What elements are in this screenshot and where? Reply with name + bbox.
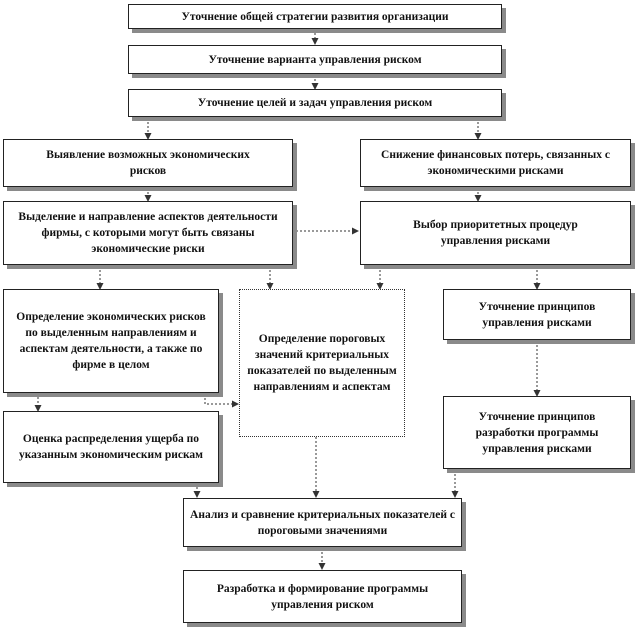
- box-program-principles: Уточнение принципов разработки программы…: [443, 396, 631, 469]
- box-define-risks: Определение экономических рисков по выде…: [3, 289, 219, 393]
- box-define-risks-text: Определение экономических рисков по выде…: [16, 311, 206, 371]
- box-analysis: Анализ и сравнение критериальных показат…: [183, 498, 462, 547]
- box-priority: Выбор приоритетных процедур управления р…: [360, 201, 631, 265]
- box-principles-text: Уточнение принципов управления рисками: [478, 300, 596, 329]
- box-principles: Уточнение принципов управления рисками: [443, 289, 631, 340]
- box-program-principles-text: Уточнение принципов разработки программы…: [475, 410, 599, 455]
- box-aspects: Выделение и направление аспектов деятель…: [3, 201, 293, 265]
- box-reduce: Снижение финансовых потерь, связанных с …: [360, 139, 631, 187]
- box-goals: Уточнение целей и задач управления риско…: [128, 89, 502, 117]
- box-damage-text: Оценка распределения ущерба по указанным…: [18, 433, 204, 461]
- box-variant-text: Уточнение варианта управления риском: [208, 53, 422, 66]
- box-variant: Уточнение варианта управления риском: [128, 45, 502, 74]
- box-develop-text: Разработка и формирование программы упра…: [216, 582, 429, 611]
- box-strategy: Уточнение общей стратегии развития орган…: [128, 4, 502, 29]
- box-thresholds-text: Определение пороговых значений критериал…: [247, 333, 397, 393]
- box-aspects-text: Выделение и направление аспектов деятель…: [18, 211, 278, 255]
- box-identify-text: Выявление возможных экономических рисков: [46, 149, 250, 177]
- box-strategy-text: Уточнение общей стратегии развития орган…: [181, 10, 449, 23]
- box-priority-text: Выбор приоритетных процедур управления р…: [413, 219, 578, 247]
- box-reduce-text: Снижение финансовых потерь, связанных с …: [381, 149, 610, 177]
- box-thresholds: Определение пороговых значений критериал…: [239, 289, 405, 437]
- box-goals-text: Уточнение целей и задач управления риско…: [197, 97, 433, 109]
- box-damage: Оценка распределения ущерба по указанным…: [3, 411, 219, 483]
- box-identify: Выявление возможных экономических рисков: [3, 139, 293, 187]
- box-analysis-text: Анализ и сравнение критериальных показат…: [190, 508, 455, 537]
- box-develop: Разработка и формирование программы упра…: [183, 570, 462, 623]
- arrow-definerisks-thresholds: [166, 384, 239, 408]
